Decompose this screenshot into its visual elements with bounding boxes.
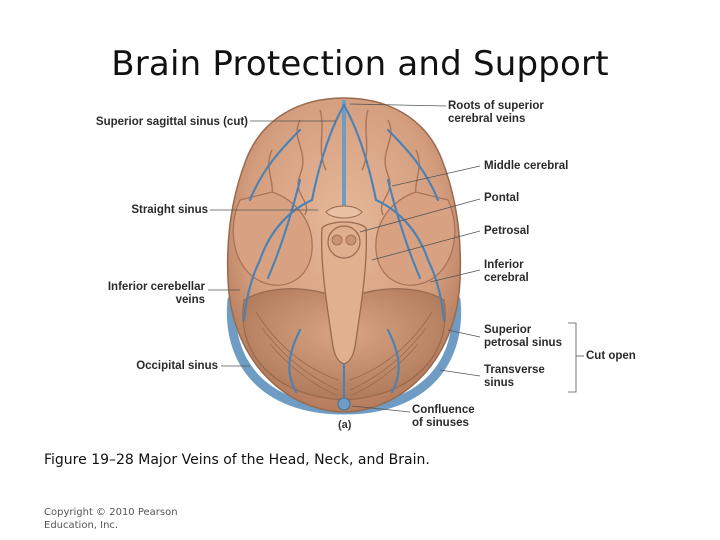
label-line: Inferior [484,259,524,271]
leader-lines [208,103,584,413]
label-line: Transverse [484,364,545,376]
label-confluence-of-sinuses: Confluence of sinuses [412,404,475,430]
confluence-of-sinuses [337,397,351,411]
label-occipital-sinus: Occipital sinus [136,360,218,372]
label-superior-sagittal-sinus: Superior sagittal sinus (cut) [95,116,248,128]
label-pontal: Pontal [484,192,520,204]
panel-label: (a) [338,419,352,431]
label-superior-petrosal-sinus: Superior petrosal sinus [484,324,562,350]
label-line: of sinuses [412,417,469,429]
pons [327,225,361,259]
brain-illustration [226,97,462,415]
label-inferior-cerebellar-veins: Inferior cerebellar veins [60,281,205,307]
label-cut-open: Cut open [586,350,636,362]
slide-title: Brain Protection and Support [111,44,609,84]
label-line: veins [175,294,205,306]
label-line: Confluence [412,404,475,416]
label-line: sinus [484,377,515,389]
label-middle-cerebral: Middle cerebral [484,160,569,172]
cerebellar-folia [255,311,433,397]
label-petrosal: Petrosal [484,225,530,237]
label-straight-sinus: Straight sinus [131,204,208,216]
brainstem [320,221,368,365]
label-line: Inferior cerebellar [107,281,205,293]
figure-caption: Figure 19–28 Major Veins of the Head, Ne… [44,452,430,468]
label-line: Superior [484,324,532,336]
label-line: cerebral [484,272,529,284]
optic-chiasm [325,205,363,219]
temporal-lobe-right [375,191,456,286]
label-transverse-sinus: Transverse sinus [484,364,545,390]
label-line: petrosal sinus [484,337,562,349]
cerebral-veins [242,103,446,407]
copyright-notice: Copyright © 2010 Pearson Education, Inc. [44,507,178,531]
label-line: cerebral veins [448,113,526,125]
label-roots-superior-cerebral-veins: Roots of superior cerebral veins [448,100,544,126]
label-inferior-cerebral: Inferior cerebral [484,259,529,285]
label-line: Roots of superior [448,100,544,112]
